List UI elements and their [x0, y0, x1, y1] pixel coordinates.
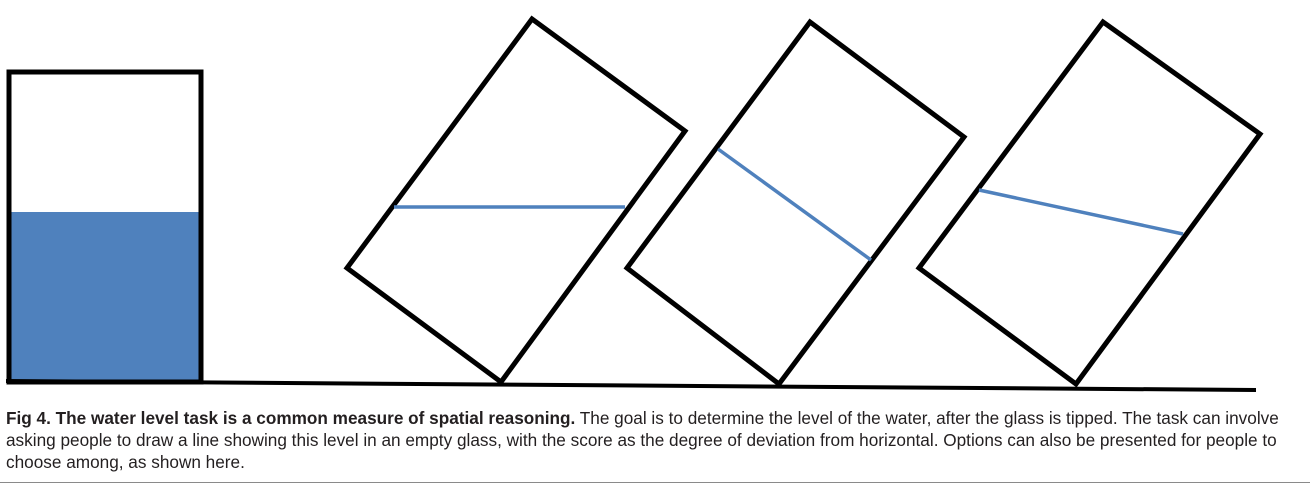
tipped-glass-3-water-line — [978, 188, 1184, 236]
ground-line — [5, 379, 1257, 392]
water-level-diagram — [5, 15, 1264, 392]
caption-lead: Fig 4. The water level task is a common … — [6, 408, 576, 428]
caption-divider — [0, 482, 1310, 483]
tipped-glass-3-outline — [915, 18, 1264, 388]
upright-glass-water — [9, 212, 201, 382]
figure-caption: Fig 4. The water level task is a common … — [6, 407, 1306, 473]
tipped-glass-2-outline — [623, 18, 968, 388]
tipped-glass-1-outline — [343, 15, 689, 386]
caption-body: The goal is to determine the level of th… — [6, 408, 1279, 472]
tipped-glass-2-water-line — [716, 147, 873, 262]
